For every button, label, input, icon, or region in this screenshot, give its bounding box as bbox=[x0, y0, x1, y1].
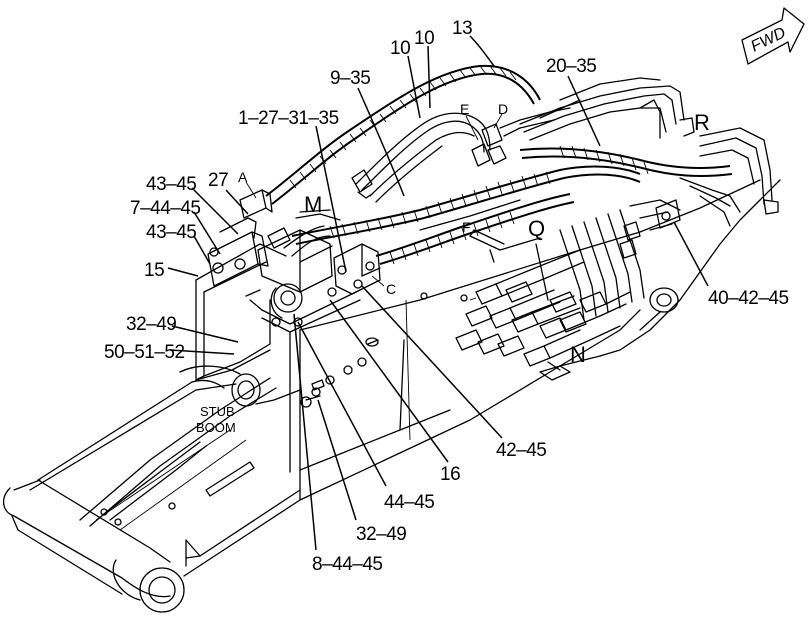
detail-letter-c: C bbox=[386, 281, 396, 297]
callout-9-35: 9–35 bbox=[330, 68, 370, 89]
callout-40-42-45: 40–42–45 bbox=[708, 288, 789, 309]
callout-50-51-52: 50–51–52 bbox=[104, 342, 185, 363]
callout-labels: 13 10 10 9–35 20–35 1–27–31–35 43–45 27 … bbox=[104, 18, 789, 575]
main-boom-side bbox=[289, 179, 781, 473]
detail-letter-a: A bbox=[238, 169, 248, 185]
view-letter-r: R bbox=[694, 110, 710, 135]
view-letter-m: M bbox=[304, 192, 322, 217]
detail-letter-f: F bbox=[462, 219, 471, 235]
callout-44-45: 44–45 bbox=[384, 492, 434, 513]
detail-letter-d: D bbox=[498, 101, 508, 117]
forward-arrow-icon: FWD bbox=[741, 7, 805, 65]
fitting-row bbox=[455, 249, 631, 381]
callout-8-44-45: 8–44–45 bbox=[312, 554, 382, 575]
callout-16: 16 bbox=[440, 464, 460, 485]
callout-43-45a: 43–45 bbox=[146, 174, 196, 195]
callout-32-49a: 32–49 bbox=[126, 314, 176, 335]
callout-7-44-45: 7–44–45 bbox=[130, 198, 200, 219]
callout-43-45b: 43–45 bbox=[146, 222, 196, 243]
stub-boom bbox=[3, 309, 641, 613]
callout-10b: 10 bbox=[414, 28, 434, 49]
stub-boom-line-1: STUB bbox=[200, 404, 235, 419]
callout-32-49b: 32–49 bbox=[356, 524, 406, 545]
view-letters: M Q R N bbox=[304, 110, 710, 367]
stub-boom-label: STUB BOOM bbox=[196, 404, 236, 435]
callout-42-45: 42–45 bbox=[496, 440, 546, 461]
callout-27: 27 bbox=[208, 170, 228, 191]
fwd-label: FWD bbox=[748, 24, 789, 55]
detail-letter-e: E bbox=[460, 101, 469, 117]
view-letter-n: N bbox=[570, 342, 586, 367]
callout-20-35: 20–35 bbox=[546, 56, 596, 77]
hoses bbox=[265, 64, 779, 381]
callout-13: 13 bbox=[452, 18, 472, 39]
leader-lines bbox=[167, 35, 709, 551]
valve-block bbox=[195, 189, 381, 381]
callout-10a: 10 bbox=[390, 38, 410, 59]
detail-letters: A C D E F bbox=[238, 101, 508, 297]
callout-15: 15 bbox=[144, 260, 164, 281]
callout-1-27-31-35: 1–27–31–35 bbox=[238, 108, 339, 129]
view-letter-q: Q bbox=[528, 216, 545, 241]
stub-boom-line-2: BOOM bbox=[196, 420, 236, 435]
